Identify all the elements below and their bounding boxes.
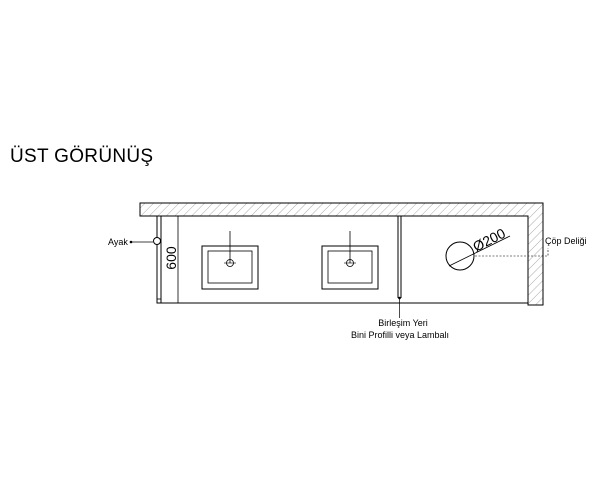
- joint-annotation: Birleşim Yeri Bini Profilli veya Lambalı: [351, 296, 449, 340]
- joint-leader-dot: [398, 296, 401, 300]
- leg: Ayak: [108, 237, 161, 247]
- waste-hole-circle: [445, 241, 475, 271]
- depth-dimension: 600: [163, 246, 179, 270]
- wall: [139, 202, 544, 306]
- waste-hole-leader: [475, 248, 549, 257]
- sink-left: [201, 231, 259, 290]
- leg-leader-dot: [129, 240, 133, 244]
- joint-label-line2: Bini Profilli veya Lambalı: [351, 330, 449, 340]
- drawing-title: ÜST GÖRÜNÜŞ: [10, 146, 154, 167]
- leg-circle: [153, 237, 161, 245]
- waste-hole-label: Çöp Deliği: [545, 236, 587, 246]
- wall-hatch: [139, 202, 544, 306]
- sink-right: [321, 231, 379, 290]
- leg-label: Ayak: [108, 237, 128, 247]
- joint-label-line1: Birleşim Yeri: [378, 318, 428, 328]
- waste-hole-diameter-line: [448, 235, 511, 267]
